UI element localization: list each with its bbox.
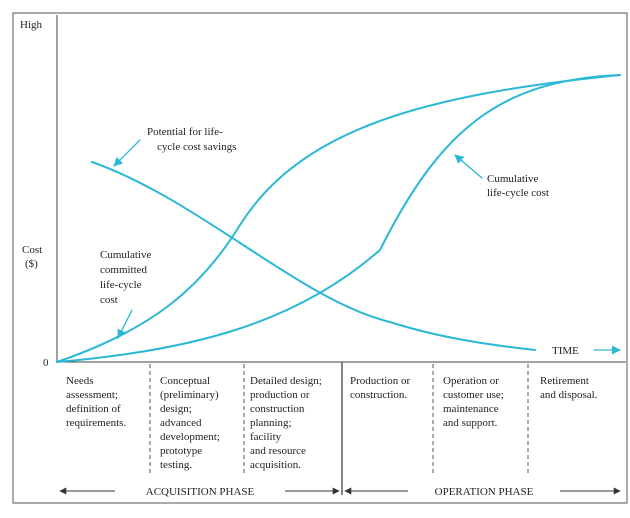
x-axis-time-label: TIME xyxy=(552,345,579,357)
stage-text-line: and support. xyxy=(443,417,498,429)
stage-text-line: definition of xyxy=(66,403,121,415)
lifecycle-callout-pointer xyxy=(454,154,483,179)
committed-callout-pointer xyxy=(117,309,133,339)
savings-potential-curve xyxy=(91,161,536,351)
savings-callout-line-1: Potential for life- xyxy=(147,126,223,138)
stage-text-line: and disposal. xyxy=(540,389,598,401)
stage-text-line: construction xyxy=(250,403,305,415)
stage-text-line: Detailed design; xyxy=(250,375,322,387)
stage-production: Production or construction. xyxy=(350,375,411,401)
y-axis-high-label: High xyxy=(20,19,43,31)
stage-text-line: Needs xyxy=(66,375,94,387)
stage-text-line: advanced xyxy=(160,417,202,429)
stage-text-line: and resource xyxy=(250,445,306,457)
committed-callout-line-3: life-cycle xyxy=(100,279,142,291)
stage-text-line: testing. xyxy=(160,459,192,471)
stage-operation: Operation or customer use; maintenance a… xyxy=(443,375,504,429)
savings-callout-pointer xyxy=(113,139,141,167)
stage-text-line: development; xyxy=(160,431,220,443)
diagram-frame xyxy=(12,12,628,504)
savings-callout-line-2: cycle cost savings xyxy=(157,141,236,153)
operation-phase-label: OPERATION PHASE xyxy=(435,486,534,498)
stage-text-line: customer use; xyxy=(443,389,504,401)
stage-text-line: planning; xyxy=(250,417,292,429)
committed-callout-line-2: committed xyxy=(100,264,148,276)
stage-text-line: facility xyxy=(250,431,282,443)
stage-text-line: Production or xyxy=(350,375,411,387)
stage-text-line: prototype xyxy=(160,445,202,457)
y-axis-title-line-2: ($) xyxy=(25,258,38,270)
stage-needs-assessment: Needs assessment; definition of requirem… xyxy=(66,375,126,429)
stage-text-line: (preliminary) xyxy=(160,389,219,401)
acquisition-phase-label: ACQUISITION PHASE xyxy=(146,486,255,498)
stage-text-line: Conceptual xyxy=(160,375,210,387)
stage-text-line: production or xyxy=(250,389,310,401)
stage-conceptual-design: Conceptual (preliminary) design; advance… xyxy=(160,375,220,471)
committed-callout-line-4: cost xyxy=(100,294,118,306)
stage-text-line: assessment; xyxy=(66,389,118,401)
committed-callout-line-1: Cumulative xyxy=(100,249,151,261)
y-axis-title-line-1: Cost xyxy=(22,244,42,256)
stage-detailed-design: Detailed design; production or construct… xyxy=(250,375,322,471)
lifecycle-callout-line-2: life-cycle cost xyxy=(487,187,549,199)
stage-text-line: Retirement xyxy=(540,375,589,387)
stage-retirement: Retirement and disposal. xyxy=(540,375,598,401)
stage-text-line: acquisition. xyxy=(250,459,301,471)
y-axis-zero-label: 0 xyxy=(43,357,49,369)
committed-cost-curve xyxy=(56,74,621,363)
lifecycle-callout-line-1: Cumulative xyxy=(487,173,538,185)
stage-text-line: construction. xyxy=(350,389,407,401)
lifecycle-cost-curve xyxy=(56,74,621,363)
stage-text-line: Operation or xyxy=(443,375,499,387)
stage-text-line: requirements. xyxy=(66,417,126,429)
stage-text-line: maintenance xyxy=(443,403,499,415)
stage-text-line: design; xyxy=(160,403,192,415)
